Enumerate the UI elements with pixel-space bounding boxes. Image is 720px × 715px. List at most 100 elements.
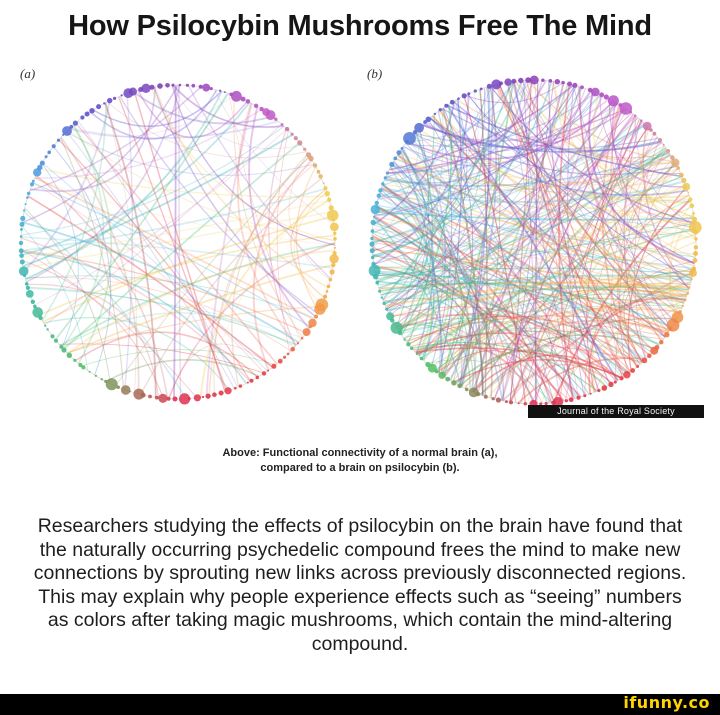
psilocybin-brain-link	[509, 120, 643, 403]
psilocybin-brain-node	[457, 97, 460, 100]
psilocybin-brain-node	[544, 401, 548, 406]
psilocybin-brain-link	[515, 80, 695, 219]
psilocybin-brain-node	[479, 87, 483, 91]
normal-brain-link	[30, 86, 157, 193]
psilocybin-brain-link	[413, 342, 643, 363]
normal-brain-link	[23, 211, 333, 269]
psilocybin-brain-link	[626, 116, 666, 338]
normal-brain-node	[157, 83, 163, 89]
psilocybin-brain-link	[493, 101, 616, 400]
psilocybin-brain-link	[396, 89, 484, 329]
psilocybin-brain-link	[617, 158, 674, 364]
psilocybin-brain-link	[431, 115, 695, 267]
normal-brain-node	[322, 182, 325, 185]
normal-brain-node	[158, 393, 168, 403]
psilocybin-brain-link	[599, 93, 681, 174]
psilocybin-brain-link	[493, 106, 625, 400]
normal-brain-link	[21, 125, 285, 236]
normal-brain-node	[185, 83, 189, 87]
normal-brain-link	[117, 96, 228, 392]
psilocybin-brain-node	[461, 93, 467, 99]
psilocybin-brain-node	[693, 251, 699, 256]
psilocybin-brain-link	[372, 223, 505, 402]
normal-brain-link	[154, 86, 329, 289]
normal-brain-node	[96, 104, 102, 110]
psilocybin-brain-link	[387, 103, 619, 314]
psilocybin-brain-link	[378, 175, 683, 289]
psilocybin-brain-node	[374, 200, 379, 206]
psilocybin-brain-link	[414, 131, 664, 340]
normal-brain-link	[268, 128, 297, 347]
psilocybin-brain-link	[627, 186, 687, 372]
psilocybin-brain-node	[583, 394, 587, 398]
page-title: How Psilocybin Mushrooms Free The Mind	[68, 10, 652, 42]
psilocybin-brain-link	[452, 359, 623, 384]
psilocybin-brain-link	[608, 98, 690, 289]
psilocybin-brain-link	[520, 126, 649, 404]
psilocybin-brain-node	[687, 191, 690, 194]
psilocybin-brain-link	[554, 81, 695, 265]
psilocybin-brain-link	[427, 119, 580, 398]
normal-brain-node	[148, 394, 152, 399]
psilocybin-brain-link	[398, 117, 639, 332]
normal-brain-node	[19, 235, 23, 238]
normal-brain-node	[18, 266, 29, 276]
psilocybin-brain-link	[512, 81, 670, 159]
normal-brain-link	[276, 130, 290, 353]
psilocybin-brain-link	[435, 199, 691, 372]
psilocybin-brain-link	[472, 82, 565, 393]
normal-brain-link	[236, 102, 298, 346]
psilocybin-brain-link	[417, 115, 636, 357]
ifunny-watermark[interactable]: ifunny.co	[623, 693, 710, 712]
normal-brain-node	[128, 87, 137, 96]
psilocybin-brain-link	[376, 204, 696, 258]
psilocybin-brain-node	[623, 371, 631, 379]
normal-brain-link	[81, 349, 276, 367]
normal-brain-link	[233, 95, 303, 339]
psilocybin-brain-link	[413, 93, 601, 153]
normal-brain-node	[333, 231, 337, 235]
psilocybin-brain-link	[379, 192, 517, 404]
psilocybin-brain-node	[662, 143, 665, 146]
normal-brain-node	[104, 379, 108, 383]
normal-brain-node	[290, 346, 296, 352]
normal-brain-link	[58, 139, 252, 382]
normal-brain-node	[39, 160, 45, 166]
normal-brain-link	[68, 94, 234, 137]
normal-brain-node	[234, 386, 237, 390]
psilocybin-brain-link	[508, 363, 614, 403]
normal-brain-link	[119, 95, 319, 315]
normal-brain-link	[25, 90, 223, 280]
psilocybin-brain-node	[580, 85, 584, 90]
normal-brain-node	[329, 254, 339, 264]
psilocybin-brain-link	[584, 260, 695, 396]
psilocybin-brain-link	[373, 217, 588, 396]
normal-brain-node	[19, 221, 25, 227]
psilocybin-brain-link	[375, 205, 572, 400]
normal-brain-node	[312, 163, 318, 168]
normal-brain-node	[333, 237, 337, 241]
normal-brain-link	[34, 108, 263, 179]
psilocybin-brain-link	[452, 168, 679, 383]
normal-brain-link	[21, 84, 179, 224]
psilocybin-brain-node	[649, 128, 653, 132]
psilocybin-brain-node	[640, 119, 643, 122]
normal-brain-node	[84, 111, 90, 117]
psilocybin-brain-link	[535, 79, 539, 405]
psilocybin-brain-link	[428, 285, 689, 366]
normal-brain-link	[52, 146, 112, 376]
psilocybin-brain-node	[382, 301, 386, 305]
normal-brain-link	[75, 122, 278, 365]
psilocybin-brain-link	[623, 270, 694, 363]
normal-brain-node	[297, 140, 303, 146]
psilocybin-brain-node	[572, 82, 578, 88]
normal-brain-node	[66, 352, 73, 358]
psilocybin-brain-node	[561, 80, 565, 85]
normal-brain-link	[25, 275, 316, 319]
normal-brain-node	[120, 385, 131, 395]
psilocybin-brain-node	[410, 346, 414, 350]
psilocybin-brain-link	[382, 81, 513, 301]
psilocybin-brain-link	[376, 150, 669, 284]
normal-brain-link	[66, 305, 322, 354]
normal-brain-node	[29, 182, 35, 187]
